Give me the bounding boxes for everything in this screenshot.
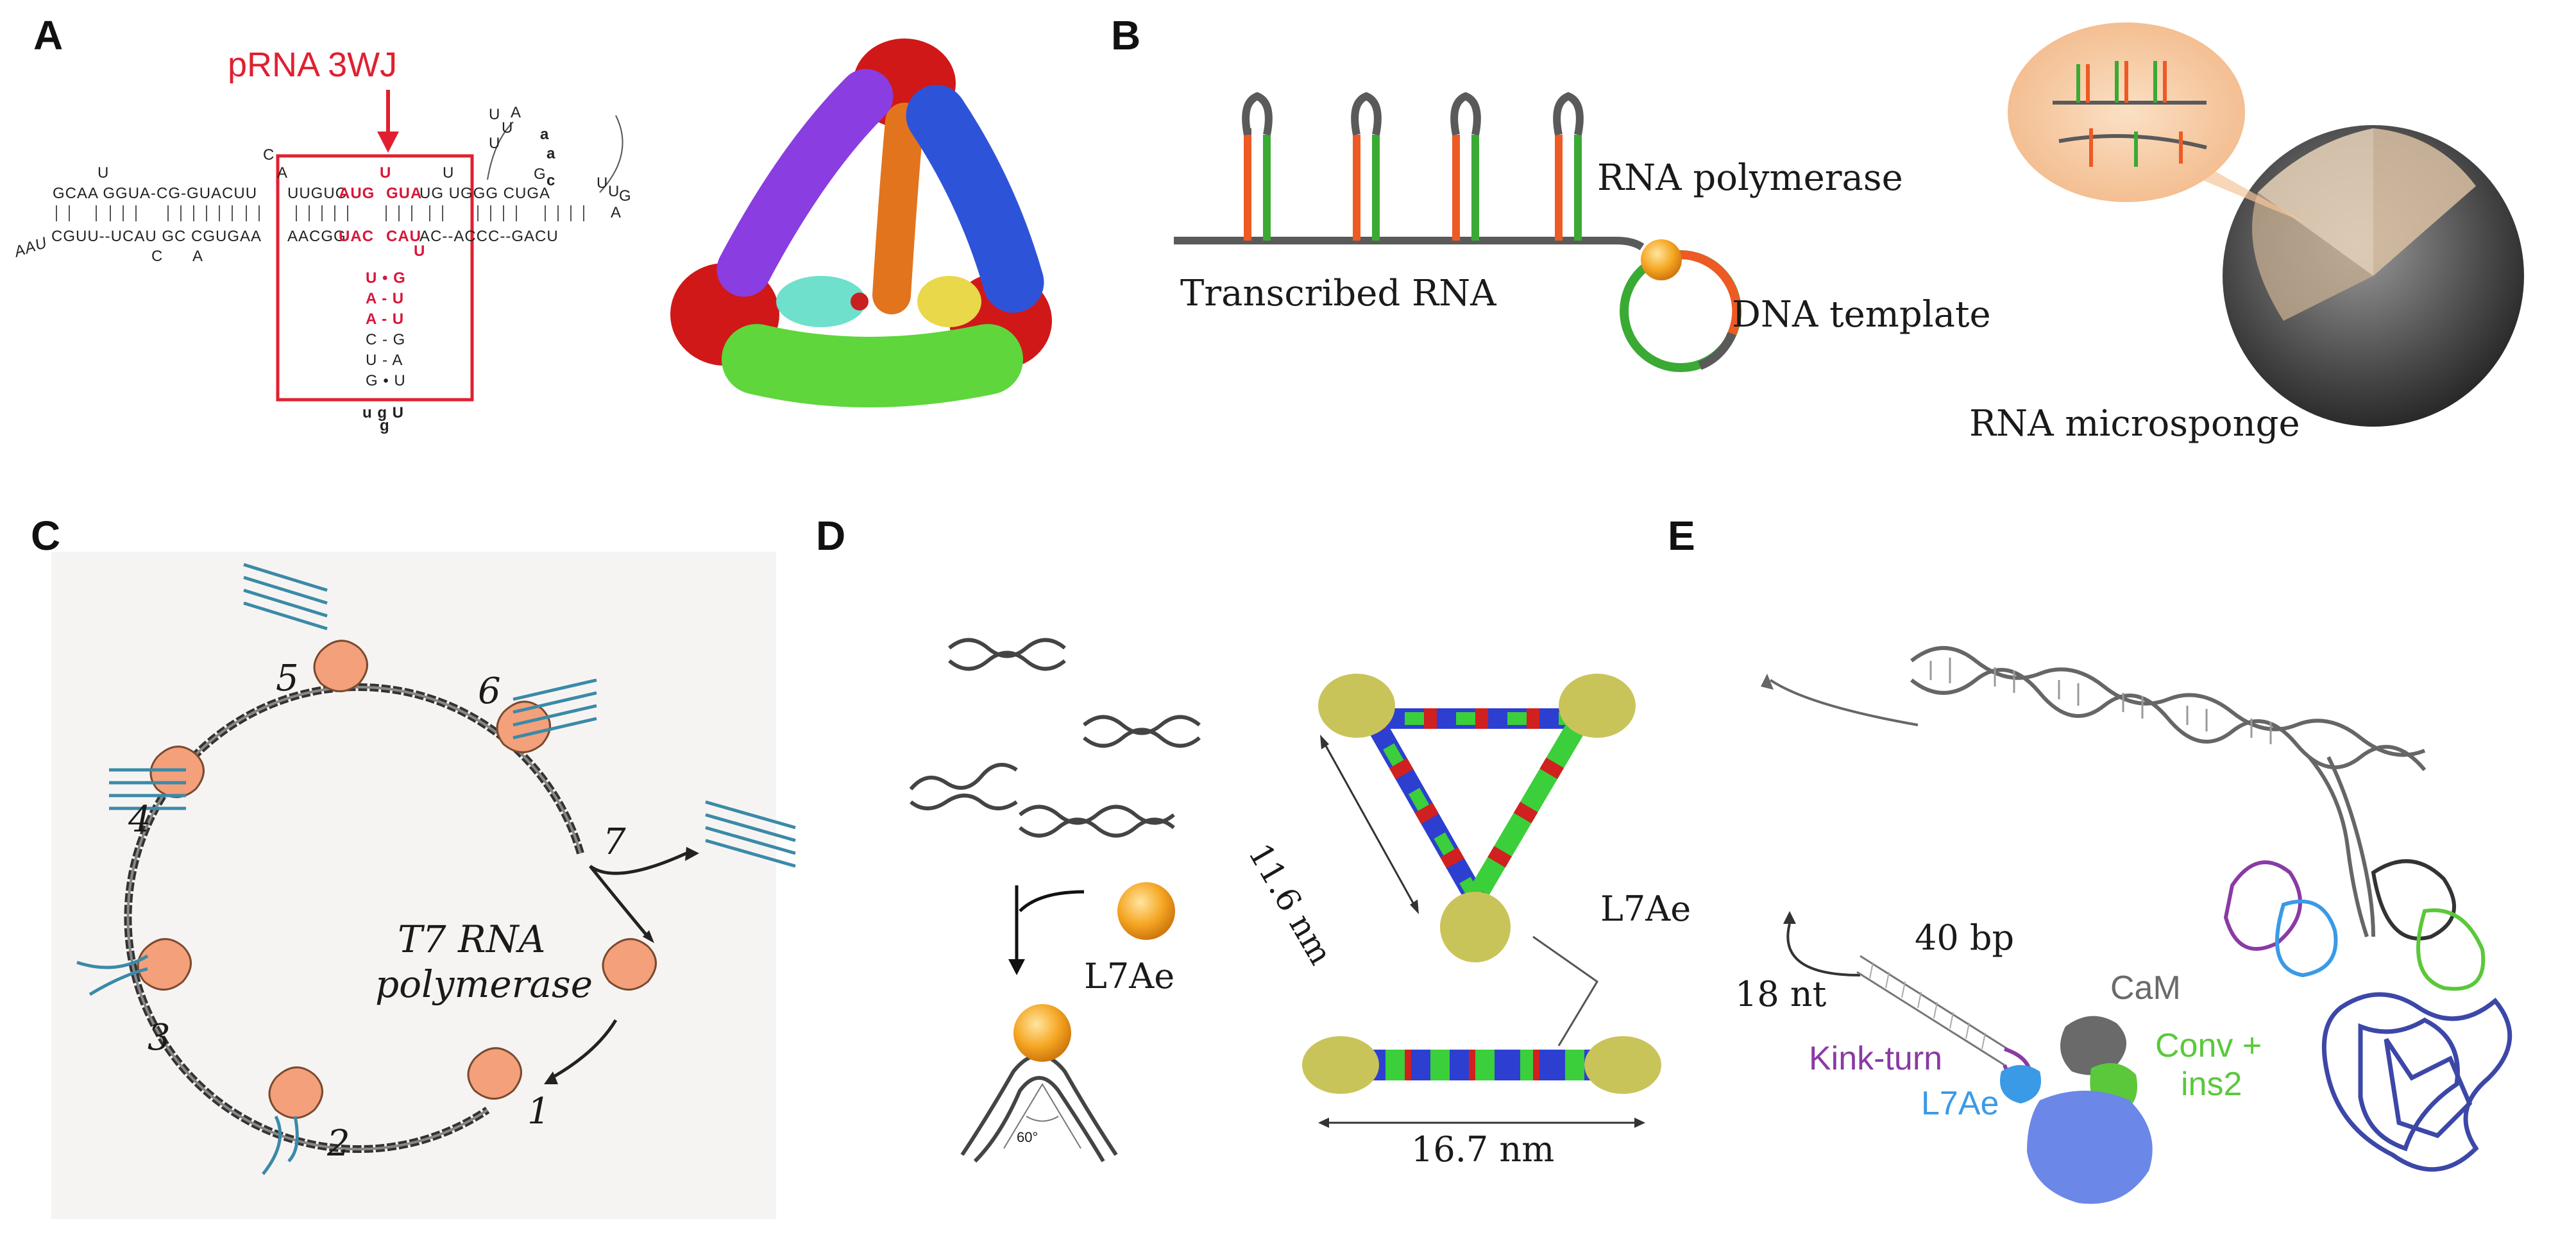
base-u3: U bbox=[502, 119, 514, 137]
conv-label-line2: ins2 bbox=[2181, 1066, 2242, 1103]
nt-label: 18 nt bbox=[1735, 974, 1827, 1014]
base-g3: g bbox=[380, 417, 390, 434]
kink-turn-label: Kink-turn bbox=[1809, 1040, 1943, 1077]
base-u6: U bbox=[489, 106, 501, 123]
polymerase-6 bbox=[496, 701, 551, 753]
stem-pair-5: U - A bbox=[366, 352, 403, 369]
prna-3wj-title: pRNA 3WJ bbox=[228, 46, 398, 84]
panel-label-c: C bbox=[31, 513, 61, 559]
stem-pair-3: A - U bbox=[366, 311, 405, 328]
seq-bot-red1: UAC bbox=[339, 228, 374, 245]
base-u1: U bbox=[97, 164, 110, 182]
3wj-highlight-box bbox=[276, 154, 474, 402]
step-1: 1 bbox=[527, 1091, 550, 1132]
base-a5: A bbox=[511, 104, 522, 121]
seq-bot-left: CGUU--UCAU GC CGUGAA bbox=[51, 228, 262, 245]
base-a3: a bbox=[540, 126, 550, 143]
stem-pair-1: U • G bbox=[366, 269, 406, 287]
stem-pair-2: A - U bbox=[366, 290, 405, 307]
l7ae-label-right: L7Ae bbox=[1600, 889, 1691, 929]
base-g1: G bbox=[534, 166, 547, 183]
base-u5: U bbox=[443, 164, 455, 182]
polymerase-free bbox=[602, 938, 657, 991]
seq-top-red1: AUG bbox=[339, 185, 375, 202]
bp-label: 40 bp bbox=[1915, 917, 2015, 958]
step-7: 7 bbox=[603, 821, 626, 863]
base-u8: U bbox=[608, 183, 620, 200]
base-g2: G bbox=[619, 187, 632, 205]
panel-label-b: B bbox=[1111, 12, 1141, 58]
l7ae-e-label: L7Ae bbox=[1921, 1085, 1999, 1122]
seq-bot-mid: AACGG bbox=[287, 228, 346, 245]
base-u4: U bbox=[380, 164, 392, 182]
base-c2: C bbox=[151, 248, 164, 265]
step-6: 6 bbox=[478, 670, 501, 712]
panel-label-e: E bbox=[1668, 513, 1695, 559]
polymerase-3 bbox=[137, 938, 192, 991]
rna-polymerase-label: RNA polymerase bbox=[1597, 157, 1903, 199]
step-5: 5 bbox=[276, 658, 299, 699]
polymerase-2 bbox=[268, 1066, 323, 1119]
l7ae-label-left: L7Ae bbox=[1084, 956, 1175, 996]
rod-length: 16.7 nm bbox=[1411, 1129, 1555, 1170]
transcribed-rna-label: Transcribed RNA bbox=[1180, 273, 1496, 314]
base-a6: A bbox=[611, 204, 622, 221]
seq-bot-red2: CAU bbox=[386, 228, 421, 245]
t7-label-line2: polymerase bbox=[375, 962, 593, 1006]
bottom-loop: u g U bbox=[362, 404, 404, 422]
polymerase-5 bbox=[313, 640, 368, 692]
base-a4: a bbox=[547, 145, 556, 162]
t7-label-line1: T7 RNA bbox=[398, 917, 546, 961]
panel-label-d: D bbox=[816, 513, 846, 559]
panel-a-graphics bbox=[56, 90, 623, 402]
base-u9: U bbox=[414, 243, 426, 260]
step-4: 4 bbox=[128, 799, 151, 840]
microsponge-zoom-bubble bbox=[2008, 22, 2245, 202]
stem-pair-6: G • U bbox=[366, 372, 406, 389]
panel-label-a: A bbox=[33, 12, 64, 58]
step-2: 2 bbox=[327, 1123, 350, 1164]
dna-template-label: DNA template bbox=[1732, 294, 1991, 336]
seq-bot-right: AC--ACCC--GACU bbox=[419, 228, 559, 245]
base-u2: U bbox=[489, 135, 501, 152]
seq-top-right: UG UGGG CUGA bbox=[419, 185, 551, 202]
base-c3: c bbox=[547, 172, 556, 189]
polymerase-1 bbox=[467, 1047, 522, 1100]
step-3: 3 bbox=[148, 1017, 171, 1059]
stem-pair-4: C - G bbox=[366, 331, 406, 348]
seq-top-left: GCAA GGUA-CG-GUACUU bbox=[53, 185, 258, 202]
base-a2: A bbox=[192, 248, 204, 265]
cam-label: CaM bbox=[2110, 969, 2181, 1007]
base-c1: C bbox=[263, 146, 275, 164]
seq-top-red2: GUA bbox=[386, 185, 423, 202]
bend-angle: 60° bbox=[1017, 1129, 1038, 1145]
base-u7: U bbox=[597, 175, 609, 192]
base-a1: A bbox=[277, 164, 289, 182]
conv-label-line1: Conv + bbox=[2155, 1027, 2262, 1064]
rna-microsponge-label: RNA microsponge bbox=[1969, 403, 2300, 445]
seq-top-mid: UUGUC bbox=[287, 185, 347, 202]
